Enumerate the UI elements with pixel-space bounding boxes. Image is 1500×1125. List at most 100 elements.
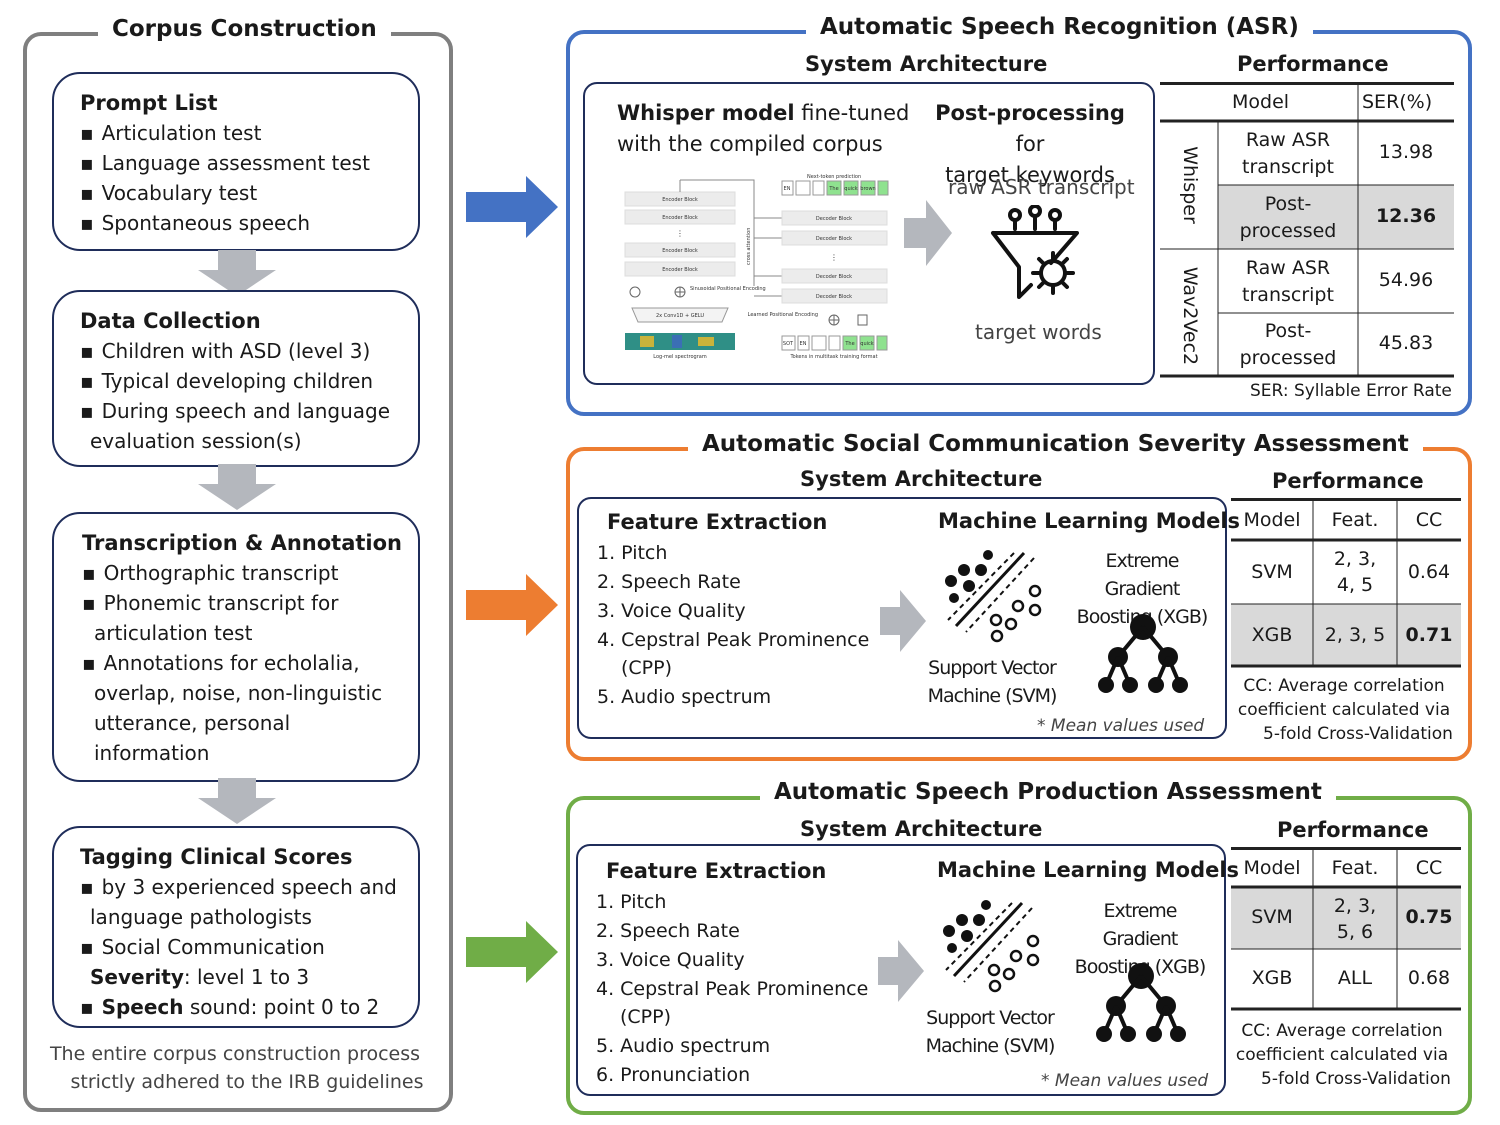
- whisper-bold: Whisper model: [617, 101, 795, 125]
- svg-text:brown: brown: [860, 186, 875, 192]
- asr-footnote: SER: Syllable Error Rate: [1250, 381, 1452, 401]
- xgb-label-line: Extreme Gradient: [1104, 550, 1181, 600]
- svg-text:quick: quick: [860, 341, 873, 347]
- corpus-footnote-line: strictly adhered to the IRB guidelines: [70, 1071, 424, 1093]
- social-perf-table: [1231, 498, 1461, 668]
- xgb-tree-icon: [1098, 614, 1188, 693]
- whisper-architecture-diagram: Encoder Block Encoder Block ⋮ Encoder Bl…: [624, 174, 889, 360]
- feature-item: 4. Cepstral Peak Prominence: [597, 629, 870, 651]
- list-item-continued: overlap, noise, non-linguistic: [94, 681, 383, 705]
- diagram-label: Encoder Block: [662, 267, 698, 273]
- data-collection-box: Data Collection Children with ASD (level…: [52, 290, 420, 467]
- raw-asr-label: raw ASR transcript: [948, 175, 1135, 199]
- gray-arrow-icon: [904, 200, 952, 266]
- postproc-bold: Post-processing: [935, 101, 1125, 125]
- row-cc: 0.75: [1405, 906, 1453, 928]
- whisper-rest2: with the compiled corpus: [617, 132, 883, 156]
- list-item: Spontaneous speech: [80, 208, 406, 238]
- diagram-label: Decoder Block: [816, 236, 852, 242]
- corpus-title: Corpus Construction: [98, 16, 391, 42]
- speech-label: Speech: [101, 995, 184, 1019]
- severity-range: : level 1 to 3: [183, 965, 310, 989]
- mean-values-note: * Mean values used: [1037, 716, 1205, 736]
- row-feat: ALL: [1337, 967, 1373, 989]
- corpus-footnote-line: The entire corpus construction process: [49, 1043, 421, 1065]
- col-cc: CC: [1415, 509, 1443, 531]
- feature-item: 1. Pitch: [596, 891, 667, 913]
- footnote-line: CC: Average correlation: [1243, 676, 1445, 696]
- svm-label-line: Machine (SVM): [927, 685, 1058, 707]
- severity-label: Severity: [90, 965, 184, 989]
- row-label: Raw ASR: [1245, 257, 1331, 279]
- list-item-continued: articulation test: [94, 621, 253, 645]
- svg-text:The: The: [828, 186, 838, 192]
- row-label: transcript: [1242, 284, 1334, 306]
- svm-icon: [943, 900, 1040, 993]
- target-words-label: target words: [975, 320, 1102, 344]
- row-label: Post-: [1264, 320, 1312, 342]
- right-arrow-icon: [466, 176, 558, 238]
- table-row: Post-processed: [1218, 191, 1358, 245]
- list-item: Phonemic transcript for: [82, 588, 406, 618]
- table-row: Raw ASR transcript: [1218, 255, 1358, 309]
- postproc-rest2: target keywords: [945, 163, 1115, 187]
- tagging-heading: Tagging Clinical Scores: [80, 845, 353, 869]
- footnote-line: 5-fold Cross-Validation: [1261, 1069, 1451, 1089]
- social-ml-title: Machine Learning Models: [938, 509, 1241, 533]
- col-model: Model: [1243, 857, 1301, 879]
- row-feat-line: 5, 6: [1336, 921, 1374, 943]
- row-feat-line: 4, 5: [1336, 574, 1374, 596]
- row-model: SVM: [1251, 906, 1293, 928]
- right-arrow-icon: [466, 921, 558, 983]
- diagram-label: Tokens in multitask training format: [789, 354, 877, 360]
- feature-item: 2. Speech Rate: [596, 920, 740, 942]
- svm-label-line: Support Vector: [926, 1007, 1055, 1029]
- mean-values-note: * Mean values used: [1041, 1071, 1209, 1091]
- row-label: Post-: [1264, 193, 1312, 215]
- speech-perf-title: Performance: [1277, 818, 1429, 842]
- table-row: Post-processed: [1218, 318, 1358, 372]
- feature-item: 3. Voice Quality: [597, 600, 746, 622]
- svg-text:The: The: [844, 341, 854, 347]
- svg-text:EN: EN: [800, 341, 807, 347]
- footnote-line: CC: Average correlation: [1241, 1021, 1443, 1041]
- svg-text:EN: EN: [784, 186, 791, 192]
- col-cc: CC: [1415, 857, 1443, 879]
- diagram-label: Decoder Block: [816, 216, 852, 222]
- row-cc: 0.68: [1407, 967, 1451, 989]
- gray-arrow-icon: [878, 940, 924, 1002]
- prompt-list-box: Prompt List Articulation test Language a…: [52, 72, 420, 251]
- transcription-box: Transcription & Annotation Orthographic …: [52, 512, 420, 782]
- feature-item: 5. Audio spectrum: [597, 686, 772, 708]
- down-arrow-icon: [198, 464, 276, 510]
- speech-feat-title: Feature Extraction: [606, 859, 827, 883]
- diagram-label: Learned Positional Encoding: [748, 312, 818, 318]
- speech-ml-title: Machine Learning Models: [937, 858, 1240, 882]
- ser-value: 45.83: [1378, 332, 1434, 354]
- list-item: Articulation test: [80, 118, 406, 148]
- social-title: Automatic Social Communication Severity …: [688, 431, 1423, 457]
- col-feat: Feat.: [1331, 509, 1379, 531]
- speech-title: Automatic Speech Production Assessment: [760, 779, 1336, 805]
- speech-range: sound: point 0 to 2: [183, 995, 380, 1019]
- list-item-continued: language pathologists: [90, 905, 312, 929]
- svm-icon: [945, 550, 1042, 643]
- list-item-continued: evaluation session(s): [90, 429, 302, 453]
- feature-item: 4. Cepstral Peak Prominence: [596, 978, 869, 1000]
- list-item-continued: information: [94, 741, 210, 765]
- diagram-label: Next-token prediction: [807, 174, 861, 180]
- down-arrow-icon: [198, 250, 276, 296]
- diagram-label: cross attention: [746, 228, 752, 265]
- svg-text:quick: quick: [844, 186, 857, 192]
- asr-arch-title: System Architecture: [805, 52, 1048, 76]
- list-item: Typical developing children: [80, 366, 406, 396]
- diagram-label: Decoder Block: [816, 274, 852, 280]
- group-wav2vec2: Wav2Vec2: [1179, 266, 1201, 366]
- diagram-label: 2x Conv1D + GELU: [656, 313, 704, 319]
- asr-col-ser: SER(%): [1362, 91, 1433, 113]
- asr-perf-table: [1160, 82, 1454, 378]
- feature-item: 1. Pitch: [597, 542, 668, 564]
- speech-arch-title: System Architecture: [800, 817, 1043, 841]
- footnote-line: 5-fold Cross-Validation: [1263, 724, 1453, 744]
